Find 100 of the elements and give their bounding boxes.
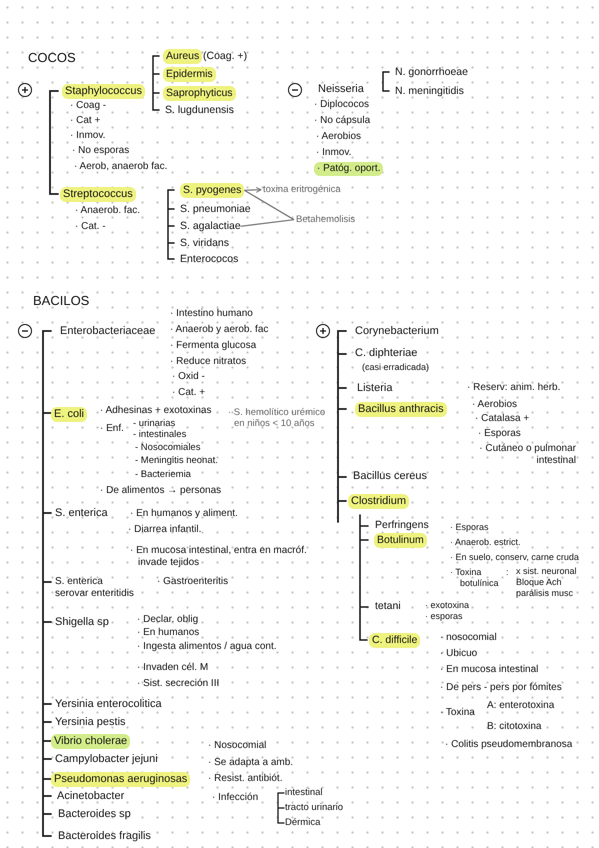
bullet-note: · No cápsula <box>314 115 370 127</box>
bullet-note: · Resist. antibiót. <box>208 773 282 785</box>
genus-name: Enterobacteriaceae <box>60 325 156 338</box>
genus-name: E. coli <box>51 407 87 422</box>
genus-name: Staphylococcus <box>62 84 146 100</box>
bullet-note: · En humanos <box>137 627 200 639</box>
genus-name: Vibrio cholerae <box>51 734 130 750</box>
species-name: Aureus <box>163 49 202 64</box>
species-name: Epidermis <box>163 67 216 82</box>
bullet-note: · Inmov. <box>70 130 106 142</box>
bullet-note: · Catalasa + <box>475 413 530 425</box>
genus-name: Bacteroides sp <box>58 808 131 822</box>
note-text: A: enterotoxina <box>487 700 554 712</box>
bullet-note: · Diarrea infantil. <box>128 524 202 536</box>
genus-name: Yersinia enterocolitica <box>55 698 162 712</box>
bullet-note: · Aerobios <box>472 399 518 411</box>
bullet-note: · En mucosa intestinal <box>440 664 538 676</box>
bullet-note: · Patóg. oport. <box>314 162 384 176</box>
bullet-note: · En humanos y aliment. <box>130 508 238 520</box>
side-note: Betahemolisis <box>294 214 358 226</box>
list-item: Dérmica <box>285 817 320 828</box>
genus-name: Bacteroides fragilis <box>58 830 151 844</box>
bullet-note: · Reserv: anim. herb. <box>467 382 560 394</box>
bullet-note: · Cutáneo o pulmonar intestinal <box>478 443 576 467</box>
genus-name: Neisseria <box>318 83 364 96</box>
bullet-note: · Anaerob. fac. <box>75 205 140 217</box>
bullet-note: · Ingesta alimentos / agua cont. <box>137 641 277 653</box>
species-name: N. meningitidis <box>395 85 464 98</box>
bullet-note: · Toxina botulínica <box>450 567 500 589</box>
colon-mark: : <box>506 567 509 578</box>
species-name: C. difficile <box>369 633 420 648</box>
genus-name: Listeria <box>357 382 392 396</box>
note-text: x sist. neuronal Bloque Ach parálisis musc <box>516 566 578 598</box>
list-item: tracto urinario <box>285 802 344 814</box>
bullet-note: · En mucosa intestinal, entra en macróf. invade tejidos <box>130 545 308 569</box>
bullet-note: · De pers - pers por fómites <box>440 682 562 694</box>
bullet-note: · Coag - <box>70 100 106 112</box>
bullet-note: · Aerob, anaerob fac. <box>74 161 168 173</box>
genus-name: Campylobacter jejuni <box>55 753 158 766</box>
bullet-note: · Diplococos <box>314 99 370 111</box>
species-name: tetani <box>375 600 401 613</box>
species-name: S. viridans <box>180 237 230 250</box>
note-text: (casi erradicada) <box>362 362 430 373</box>
bullet-note: · Cat. + <box>172 387 206 399</box>
bullet-note: · Reduce nitratos <box>170 356 246 368</box>
bullet-note: · Fermenta glucosa <box>170 340 256 352</box>
species-name: Botulinum <box>374 533 427 548</box>
bullet-note: · De alimentos → personas <box>100 485 222 497</box>
bullet-note: · Anaerob. estrict. <box>450 537 521 548</box>
circled-sign: − <box>18 324 32 338</box>
bullet-note: · Colitis pseudomembranosa <box>445 739 572 751</box>
bullet-note: · Ubicuo <box>440 648 478 660</box>
list-item: intestinal <box>285 787 322 798</box>
bullet-note: · Aerobios <box>316 131 362 143</box>
genus-name: S. enterica <box>55 507 108 520</box>
genus-name: Bacillus cereus <box>353 470 427 484</box>
genus-name: C. diphteriae <box>355 347 418 360</box>
note-text: B: citotoxina <box>487 721 542 733</box>
bullet-note: · Enf. <box>100 423 124 435</box>
bullet-note: · esporas <box>425 611 463 622</box>
species-name: Saprophyticus <box>163 86 236 101</box>
list-item: - Meningitis neonat. <box>135 455 218 466</box>
bullet-note: · exotoxina <box>425 600 470 611</box>
bullet-note: · Toxina <box>440 707 475 719</box>
bullet-note: · Anaerob y aerob. fac <box>170 324 268 336</box>
species-name: S. lugdunensis <box>165 104 234 117</box>
bullet-note: · Invaden cél. M <box>137 662 208 674</box>
bullet-note: · Oxid - <box>172 371 205 383</box>
connector-line <box>240 219 294 227</box>
bullet-note: · Nosocomial <box>208 740 266 752</box>
list-item: - intestinales <box>133 429 186 440</box>
genus-name: Shigella sp <box>55 616 109 630</box>
list-item: - Nosocomiales <box>135 442 200 454</box>
circled-sign: + <box>18 83 32 97</box>
species-name: Perfringens <box>375 519 429 532</box>
bullet-note: · Adhesinas + exotoxinas <box>100 405 212 417</box>
side-note: · S. hemolítico urémico en niños < 10 años <box>228 407 326 430</box>
bullet-note: · En suelo, conserv, carne cruda <box>450 552 579 563</box>
genus-name: Pseudomonas aeruginosas <box>51 772 190 788</box>
side-note: toxina eritrogénica <box>261 184 343 196</box>
species-name: S. agalactiae <box>180 220 241 233</box>
bullet-note: · Esporas <box>450 522 489 533</box>
section-heading: COCOS <box>28 50 76 66</box>
bullet-note: · Declar. oblig <box>137 614 198 626</box>
circled-sign: − <box>288 83 302 97</box>
genus-name: S. enterica serovar enteritidis <box>55 576 135 600</box>
species-name: S. pyogenes <box>180 183 244 198</box>
circled-sign: + <box>316 324 330 338</box>
species-name: Enterococos <box>180 253 238 266</box>
genus-name: Clostridium <box>348 494 410 510</box>
bullet-note: · Inmov. <box>316 147 352 159</box>
bullet-note: · Cat + <box>70 115 100 127</box>
bullet-note: · Gastroenteritis <box>157 576 228 588</box>
genus-name: Streptococcus <box>60 187 136 202</box>
bullet-note: · Intestino humano <box>170 308 253 320</box>
bullet-note: · No esporas <box>72 145 130 157</box>
genus-name: Bacillus anthracis <box>355 402 447 418</box>
genus-name: Yersinia pestis <box>55 716 126 730</box>
connector-line <box>244 190 294 220</box>
species-name: S. pneumoniae <box>180 203 251 216</box>
